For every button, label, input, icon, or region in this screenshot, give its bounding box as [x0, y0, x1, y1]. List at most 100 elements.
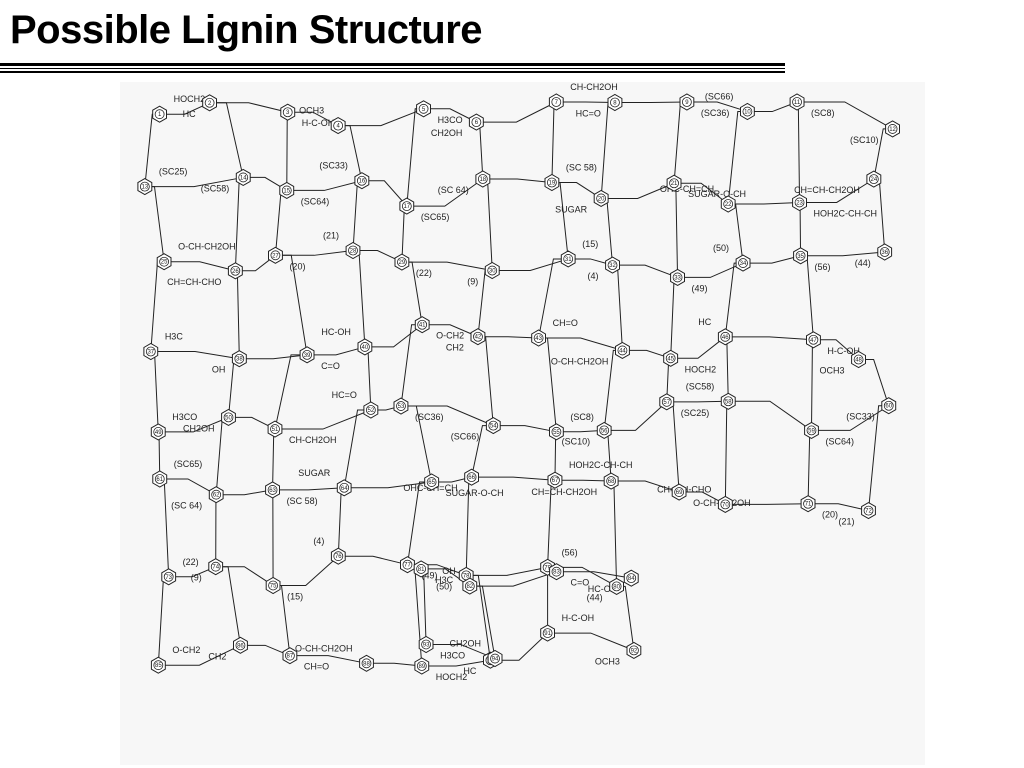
- bond-line: [144, 186, 165, 262]
- unit-number: 94: [492, 657, 499, 663]
- group-label: (56): [562, 547, 578, 557]
- lignin-structure-diagram: HOCH2HCH-C-OHOCH3H3COCH2OHCH-CH2OHHC=O(S…: [137, 82, 900, 682]
- group-label: OH: [442, 566, 456, 576]
- bond-line: [209, 102, 288, 113]
- aromatic-ring-unit: 12: [885, 120, 900, 138]
- unit-number: 17: [403, 204, 410, 210]
- bond-line: [601, 182, 675, 199]
- unit-number: 9: [685, 100, 689, 106]
- group-label: HC=O: [576, 108, 601, 118]
- group-label: H3C: [165, 331, 184, 341]
- aromatic-ring-unit: 23: [792, 193, 807, 212]
- group-label: HC=O: [332, 390, 357, 400]
- group-label: (SC8): [570, 412, 594, 422]
- aromatic-ring-unit: 37: [143, 342, 159, 361]
- bond-line: [235, 270, 240, 359]
- aromatic-ring-unit: 64: [336, 479, 352, 497]
- aromatic-ring-unit: 92: [626, 641, 642, 659]
- bond-line: [476, 101, 557, 123]
- group-label: (SC66): [451, 432, 480, 442]
- group-label: O-CH-CH2OH: [178, 242, 236, 252]
- bond-line: [612, 264, 678, 278]
- bond-line: [228, 358, 240, 418]
- aromatic-ring-unit: 49: [150, 423, 166, 441]
- aromatic-ring-unit: 93: [418, 635, 434, 654]
- bond-line: [423, 108, 477, 123]
- group-label: O-CH2: [172, 645, 200, 655]
- unit-number: 14: [240, 175, 247, 181]
- bond-line: [159, 102, 210, 115]
- group-label: CH=CH-CH2OH: [794, 185, 860, 195]
- unit-number: 82: [466, 584, 473, 590]
- unit-number: 72: [865, 509, 872, 515]
- group-label: CH=CH-CH2OH: [531, 487, 597, 497]
- bond-line: [800, 251, 885, 257]
- group-label: (SC58): [201, 183, 230, 193]
- unit-number: 25: [161, 260, 168, 266]
- unit-number: 7: [555, 100, 559, 106]
- bond-line: [807, 429, 812, 504]
- aromatic-ring-unit: 36: [877, 243, 893, 261]
- unit-number: 36: [881, 250, 888, 256]
- bond-line: [216, 489, 273, 496]
- bond-line: [287, 111, 339, 127]
- aromatic-ring-unit: 34: [735, 254, 751, 272]
- bond-line: [724, 262, 744, 337]
- group-label: (SC 58): [287, 496, 318, 506]
- aromatic-ring-unit: 72: [861, 502, 876, 520]
- bond-line: [551, 182, 569, 260]
- aromatic-ring-unit: 26: [227, 262, 243, 280]
- bond-line: [307, 346, 366, 356]
- unit-number: 63: [269, 488, 276, 494]
- group-label: (SC 58): [566, 163, 597, 173]
- bond-line: [150, 261, 165, 352]
- bond-line: [476, 121, 484, 180]
- bond-line: [361, 180, 408, 207]
- aromatic-ring-unit: 27: [268, 246, 283, 264]
- aromatic-ring-unit: 76: [330, 547, 346, 565]
- unit-number: 23: [796, 200, 803, 206]
- bond-line: [272, 487, 345, 491]
- group-label: (SC36): [701, 108, 730, 118]
- bond-line: [338, 125, 363, 181]
- bond-line: [674, 182, 729, 205]
- bond-line: [364, 324, 423, 348]
- aromatic-ring-unit: 25: [156, 253, 172, 271]
- bond-line: [164, 261, 236, 272]
- unit-number: 46: [722, 335, 729, 341]
- aromatic-ring-unit: 65: [424, 473, 440, 491]
- unit-number: 54: [490, 424, 497, 430]
- group-label: SUGAR: [298, 468, 331, 478]
- unit-number: 41: [419, 323, 426, 329]
- aromatic-ring-unit: 70: [717, 495, 733, 513]
- aromatic-ring-unit: 21: [666, 174, 682, 192]
- unit-number: 69: [676, 490, 683, 496]
- aromatic-ring-unit: 45: [663, 349, 679, 367]
- group-label: H3CO: [172, 412, 197, 422]
- group-label: CH2OH: [183, 423, 215, 433]
- group-label: HOCH2: [436, 672, 468, 682]
- bond-line: [422, 324, 479, 338]
- aromatic-ring-unit: 52: [363, 401, 379, 419]
- group-label: (22): [183, 557, 199, 567]
- bond-line: [477, 270, 493, 337]
- unit-number: 81: [418, 567, 425, 573]
- bond-line: [622, 349, 671, 359]
- bond-line: [666, 401, 680, 493]
- group-label: (15): [287, 591, 303, 601]
- group-label: HC: [183, 109, 196, 119]
- aromatic-ring-unit: 40: [357, 338, 373, 356]
- unit-number: 87: [287, 654, 294, 660]
- group-label: OHC-CH=CH: [660, 184, 714, 194]
- bond-line: [150, 350, 240, 360]
- unit-number: 43: [535, 336, 542, 342]
- unit-number: 8: [613, 100, 617, 106]
- aromatic-ring-unit: 3: [280, 103, 296, 121]
- bond-line: [747, 101, 798, 113]
- aromatic-ring-unit: 16: [354, 172, 370, 190]
- unit-number: 68: [608, 479, 615, 485]
- group-label: CH2: [208, 651, 226, 661]
- bond-line: [601, 197, 614, 266]
- unit-number: 48: [855, 358, 862, 364]
- group-label: (9): [191, 573, 202, 583]
